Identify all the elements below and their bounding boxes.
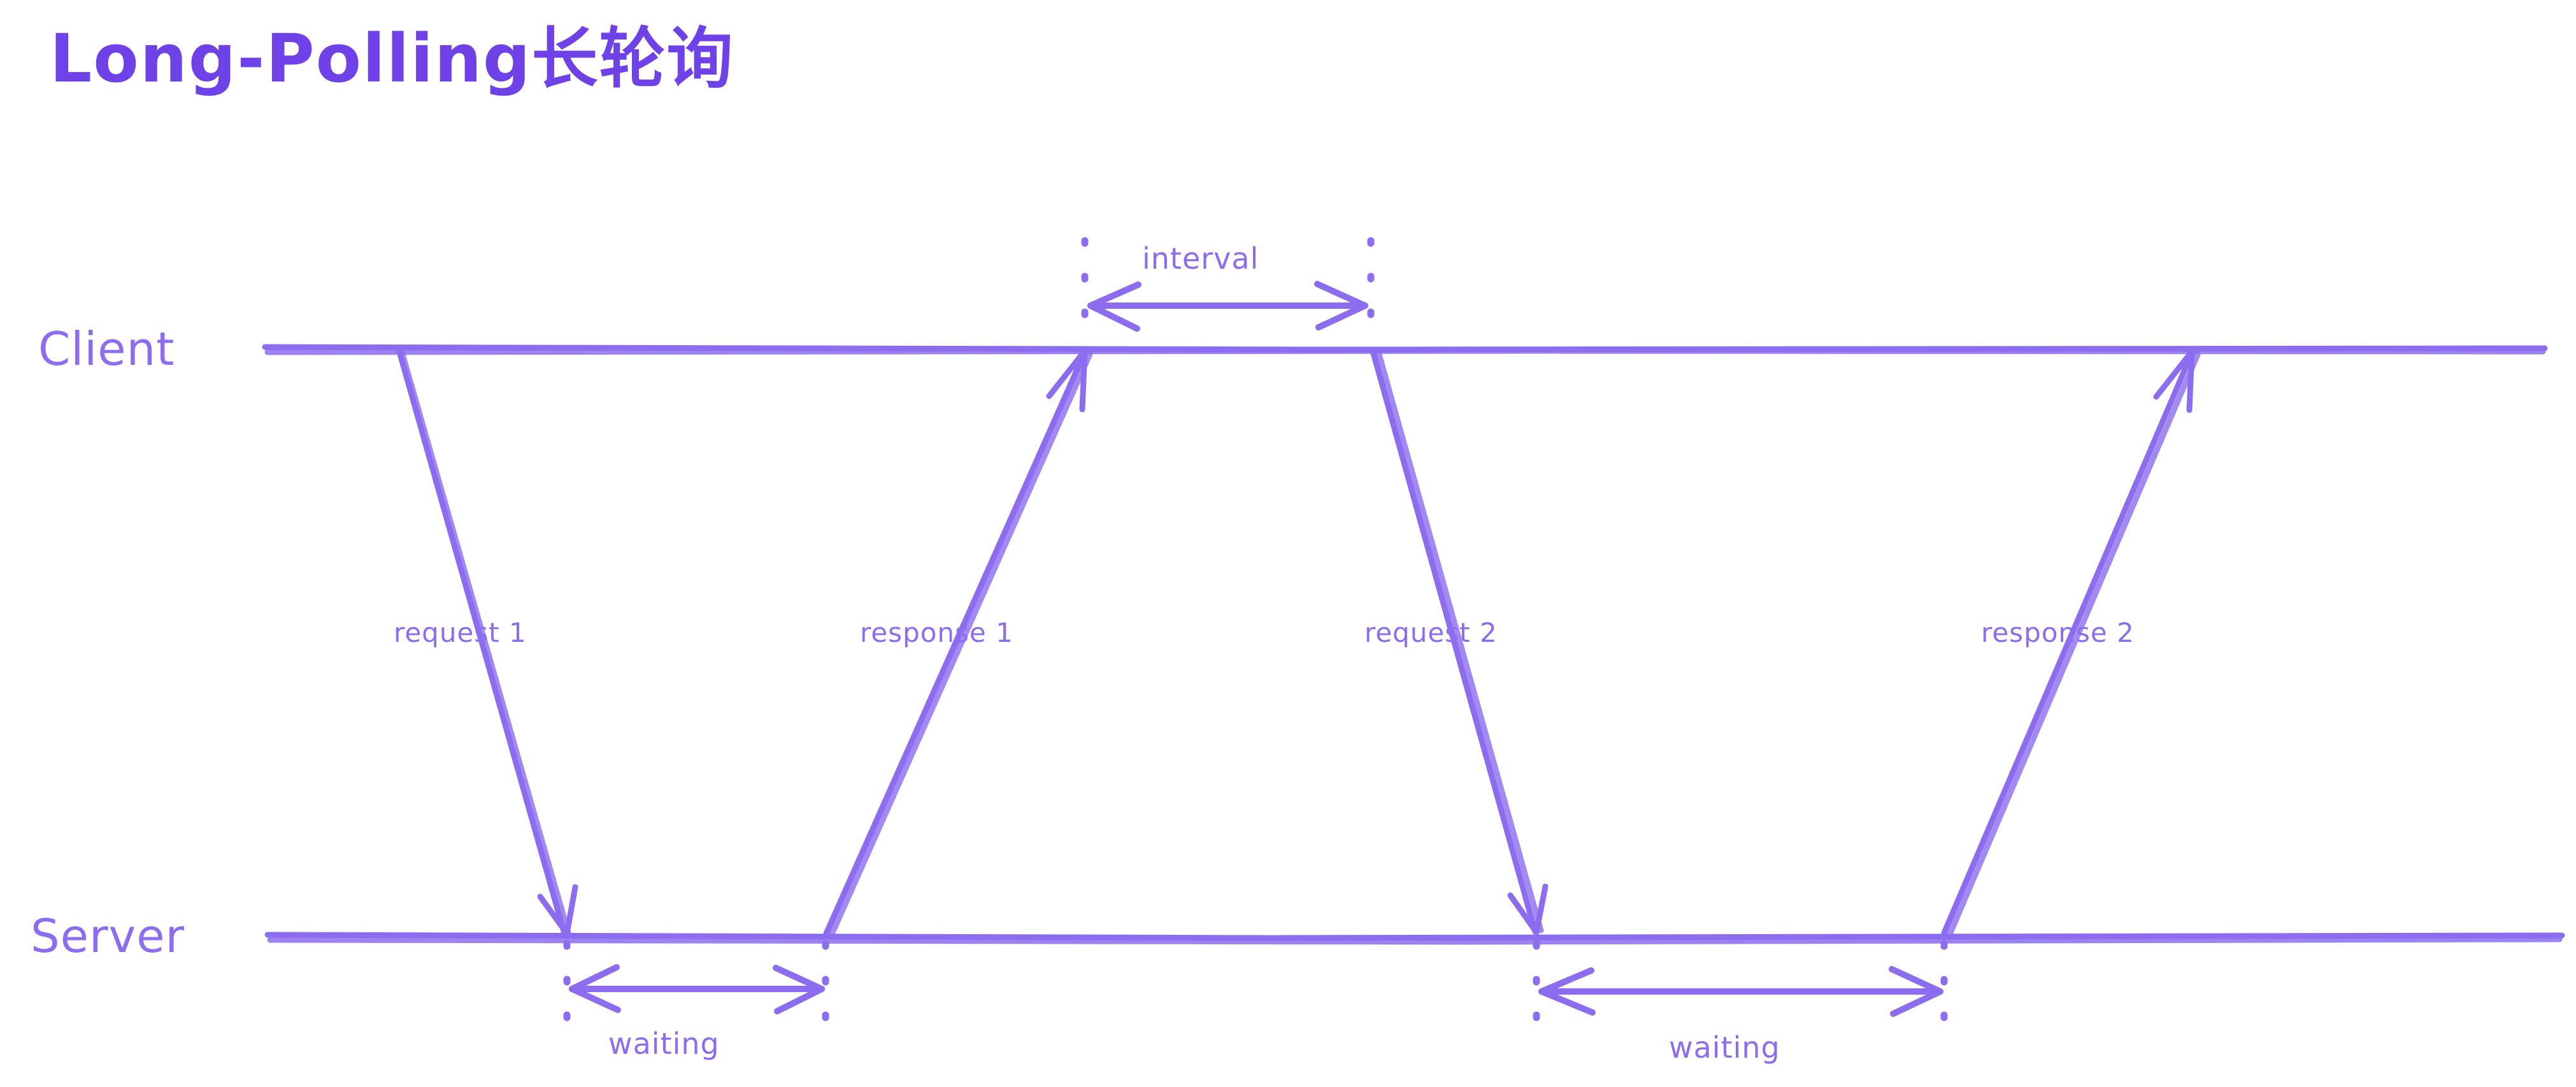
message-arrow-response-2 (1941, 348, 2201, 937)
span-interval: interval (1081, 237, 1375, 349)
message-label-response-1: response 1 (860, 617, 1013, 648)
message-label-response-2: response 2 (1981, 617, 2135, 648)
span-waiting-2: waiting (1533, 940, 1948, 1065)
span-label-interval: interval (1142, 241, 1259, 276)
lifeline-server (264, 932, 2565, 945)
span-label-waiting-2: waiting (1669, 1030, 1780, 1065)
lifeline-client (262, 344, 2548, 355)
message-arrow-request-1 (396, 346, 578, 937)
span-label-waiting-1: waiting (608, 1027, 720, 1061)
lane-label-server: Server (31, 909, 185, 963)
lane-label-client: Client (38, 322, 175, 376)
message-arrow-response-1 (823, 348, 1093, 937)
span-waiting-1: waiting (563, 940, 829, 1061)
page-title: Long-Polling长轮询 (50, 20, 734, 97)
message-arrow-request-2 (1370, 348, 1549, 935)
message-label-request-2: request 2 (1364, 617, 1498, 648)
message-label-request-1: request 1 (394, 617, 527, 648)
